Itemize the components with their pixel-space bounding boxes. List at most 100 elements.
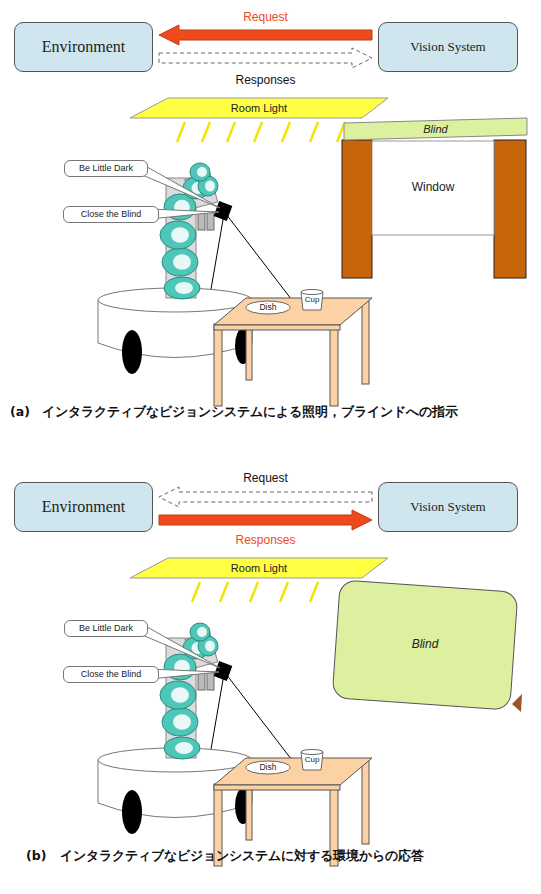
arm-joint xyxy=(164,277,200,299)
arm-joint-hole xyxy=(173,714,191,729)
room-light: Room Light xyxy=(130,558,388,578)
arm-joint-hole xyxy=(205,641,215,652)
arm-joint-hole xyxy=(197,627,207,637)
wheel xyxy=(122,790,142,834)
arm-joint-hole xyxy=(171,687,189,702)
panel-letter: (b) xyxy=(26,848,46,863)
edge-label: Responses xyxy=(233,73,297,87)
arm-joint xyxy=(160,221,196,249)
callout-box: Be Little Dark xyxy=(64,160,148,177)
window-frame xyxy=(494,140,526,278)
table-top xyxy=(214,298,372,325)
request-arrow xyxy=(159,487,372,507)
light-ray xyxy=(254,122,262,142)
camera xyxy=(214,201,233,221)
callout-tail xyxy=(140,623,220,668)
table-edge xyxy=(214,785,340,790)
callout-tail xyxy=(140,163,220,208)
node-label: Close the Blind xyxy=(81,670,142,680)
arm-joint xyxy=(162,248,198,276)
table-leg xyxy=(362,760,369,844)
callout-box: Be Little Dark xyxy=(64,620,148,637)
blind-bar xyxy=(344,118,527,140)
environment-box: Environment xyxy=(14,482,153,532)
light-ray xyxy=(310,582,318,602)
gripper xyxy=(207,672,214,690)
cup-body xyxy=(301,292,323,310)
node-label: Window xyxy=(412,181,455,194)
node-label: Room Light xyxy=(231,102,287,114)
arm-joint xyxy=(160,681,196,709)
vision-system-box: Vision System xyxy=(378,482,518,532)
response-arrow xyxy=(159,48,372,68)
cup: Cup xyxy=(300,749,324,771)
blind-shadow xyxy=(512,694,522,712)
dish: Dish xyxy=(246,761,290,774)
light-ray xyxy=(220,582,228,602)
light-panel xyxy=(130,98,388,118)
arm-joint-hole xyxy=(197,167,207,177)
node-label: Close the Blind xyxy=(81,210,142,220)
dish-shape xyxy=(246,761,290,774)
arm-joint-hole xyxy=(175,742,193,754)
blind-panel xyxy=(332,580,518,710)
node-label: Blind xyxy=(412,638,439,651)
arm-joint xyxy=(190,623,210,641)
edge-label: Request xyxy=(241,10,290,24)
window: Window xyxy=(372,141,494,235)
arm-joint-hole xyxy=(175,282,193,294)
node-label: Cup xyxy=(305,756,320,765)
wheel xyxy=(122,330,142,374)
dish-shape xyxy=(246,301,290,314)
node-label: Dish xyxy=(259,763,276,772)
light-ray xyxy=(280,582,288,602)
callout-box: Close the Blind xyxy=(63,206,159,223)
cup: Cup xyxy=(300,289,324,311)
caption-text: インタラクティブなビジョンシステムによる照明，ブラインドへの指示 xyxy=(42,404,458,421)
camera xyxy=(214,661,233,681)
gripper xyxy=(207,212,214,230)
node-label: Environment xyxy=(42,38,126,56)
gripper xyxy=(198,672,205,690)
table-top xyxy=(214,758,372,785)
arm-joint-hole xyxy=(173,254,191,269)
gripper xyxy=(198,212,205,230)
node-label: Vision System xyxy=(410,500,485,514)
robot xyxy=(98,163,372,406)
room-light: Room Light xyxy=(130,98,388,118)
table-leg xyxy=(330,324,338,406)
edge-label: Request xyxy=(241,471,290,485)
cup-rim xyxy=(301,750,323,755)
light-ray xyxy=(177,122,185,142)
node-label: Dish xyxy=(259,303,276,312)
caption-text: インタラクティブなビジョンシステムに対する環境からの応答 xyxy=(60,848,424,865)
node-label: Environment xyxy=(42,498,126,516)
light-ray xyxy=(282,122,290,142)
blind: Blind xyxy=(330,580,520,710)
callout-box: Close the Blind xyxy=(63,666,159,683)
table-edge xyxy=(214,325,340,330)
light-ray xyxy=(202,122,210,142)
arm-joint xyxy=(162,708,198,736)
arm-joint-hole xyxy=(205,181,215,192)
request-arrow xyxy=(159,25,372,45)
edge-label: Responses xyxy=(233,533,297,547)
table-leg xyxy=(362,300,369,384)
window-pane xyxy=(372,141,494,235)
dish: Dish xyxy=(246,301,290,314)
blind: Blind xyxy=(344,118,527,140)
node-label: Blind xyxy=(423,123,447,135)
node-label: Cup xyxy=(305,296,320,305)
robot xyxy=(98,623,372,866)
arm-joint xyxy=(190,163,210,181)
window-frame xyxy=(342,140,372,278)
vision-system-box: Vision System xyxy=(378,22,518,72)
light-ray xyxy=(310,122,318,142)
arm-joint xyxy=(164,737,200,759)
panel-letter: (a) xyxy=(10,404,30,419)
light-ray xyxy=(192,582,200,602)
light-ray xyxy=(227,122,235,142)
node-label: Vision System xyxy=(410,40,485,54)
table-leg xyxy=(214,324,222,406)
